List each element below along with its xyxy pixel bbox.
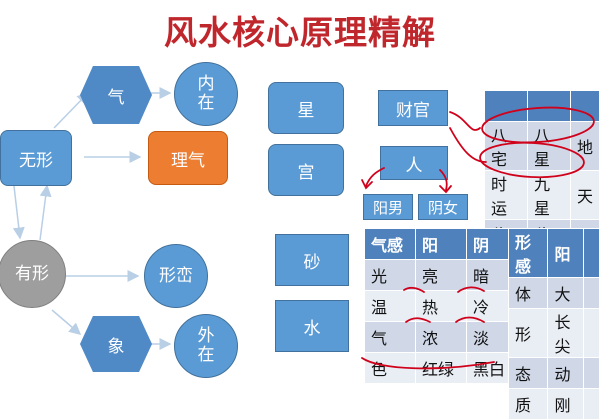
box-caiguan: 财官 [378,90,448,126]
box-ren: 人 [380,146,448,180]
node-qi-label: 气 [107,87,125,108]
table-cell: 形 [507,308,549,358]
arrow-wuxing-youxing [12,185,25,240]
table-header-cell: 形感 [507,228,549,278]
node-xingluan-label: 形峦 [159,265,193,286]
box-sha-label: 砂 [303,252,321,273]
box-shui-label: 水 [303,318,321,339]
table-header-cell: 阳 [415,228,467,260]
node-wuxing-label: 无形 [19,150,53,171]
node-xiang: 象 [80,316,152,372]
node-liqi: 理气 [148,131,228,185]
box-yangnan: 阳男 [363,194,413,220]
box-sha: 砂 [275,234,349,286]
annotation-arrow-ren-yangnan [365,167,385,187]
annotation-arrow-ren-yinnv [439,169,448,191]
arrow-youxing-xiang [51,309,82,335]
table-header-cell [583,228,600,278]
table-cell [484,90,528,122]
node-waizai-label-1: 外 [197,326,215,347]
table-cell [583,357,600,389]
node-wuxing: 无形 [0,130,72,186]
table-cell: 浓 [415,321,467,353]
table-cell [569,90,600,122]
page-title: 风水核心原理精解 [164,13,436,52]
box-caiguan-label: 财官 [396,100,430,121]
red-annotations [361,106,595,370]
annotation-mark-re [403,286,425,293]
table-row: 形 长尖 [507,308,600,358]
node-waizai-label-2: 在 [197,345,215,365]
table-cell: 八宅 [484,121,528,171]
table-cell: 大 [547,277,585,309]
annotation-mark-nong [405,317,431,323]
table-row: 八宅 八星 地 [484,121,600,171]
annotation-mark-dan [455,316,485,323]
annotation-underline [361,357,495,370]
box-yinnv: 阴女 [418,194,468,220]
table-row: 形感 阳 [507,228,600,278]
annotation-arrow-caiguan-1 [449,111,481,131]
annotation-circle-bazhai [481,106,595,144]
node-xiang-label: 象 [107,336,125,357]
annotation-circle-shiyun [479,141,585,179]
box-gong: 宫 [268,144,344,196]
table-row [484,90,600,122]
table-cell: 长尖 [547,308,585,358]
annotation-mark-leng [457,286,485,293]
table-cell [526,90,571,122]
table-cell: 地 [569,121,600,171]
node-neizai: 内 在 [174,62,238,126]
table-cell: 天 [569,170,600,220]
box-xing: 星 [268,82,344,134]
node-xingluan: 形峦 [144,244,208,308]
node-youxing-label: 有形 [15,263,49,284]
node-waizai: 外 在 [174,314,238,378]
node-qi: 气 [80,66,152,124]
table-cell: 温 [364,290,416,322]
node-youxing: 有形 [0,240,66,308]
box-yangnan-label: 阳男 [372,198,403,217]
annotation-arrow-caiguan-2 [449,127,487,163]
box-ren-label: 人 [405,155,423,176]
box-shui: 水 [275,300,349,352]
box-yinnv-label: 阴女 [427,198,458,217]
box-gong-label: 宫 [297,162,315,183]
table-cell [583,308,600,358]
node-neizai-label-1: 内 [197,74,215,95]
table-row: 时运 九星 天 [484,170,600,220]
arrow-youxing-wuxing [39,184,52,241]
table-header-cell: 气感 [364,228,416,260]
table-cell: 九星 [526,170,571,220]
node-neizai-label-2: 在 [197,93,215,113]
table-top: 八宅 八星 地 时运 九星 天 八宫 八卦 人 [484,90,600,269]
table-cell: 热 [415,290,467,322]
box-xing-label: 星 [297,100,315,121]
node-liqi-label: 理气 [171,150,205,171]
